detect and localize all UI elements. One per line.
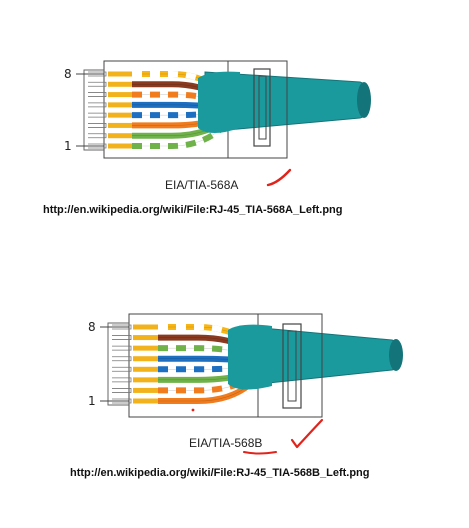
diagram-568b: 8 1 EIA/TIA-568B http://en.wikipedia.org… (70, 313, 403, 479)
source-url-568a: http://en.wikipedia.org/wiki/File:RJ-45_… (43, 204, 343, 216)
annotation-check-568b (290, 418, 324, 449)
wire-stripe-568a-8 (132, 127, 222, 149)
pin-tooth-568a-8 (88, 143, 107, 149)
annotation-dot-568b (191, 408, 195, 412)
plug-latch-inner-568a (258, 75, 267, 140)
pin-8-label-568a: 8 (64, 67, 72, 81)
standard-label-568b: EIA/TIA-568B (189, 436, 262, 450)
wire-stripe-568b-5 (158, 363, 251, 373)
pin-tooth-568b-7 (112, 388, 132, 393)
pin-contact-568b-4 (133, 356, 158, 362)
cable-end-568a (357, 82, 371, 118)
wire-stripe-568a-1 (132, 71, 222, 93)
pin-tooth-568b-5 (112, 366, 132, 372)
pin-contact-568b-7 (133, 387, 158, 393)
pin-contact-568a-6 (108, 122, 132, 128)
plug-latch-568a (253, 68, 271, 147)
pin-contact-568b-3 (133, 345, 158, 351)
diagram-568a: 8 1 EIA/TIA-568A http://en.wikipedia.org… (43, 60, 371, 216)
pin-contact-568b-2 (133, 335, 158, 341)
pin-contact-568a-3 (108, 92, 132, 98)
wire-stripe-568a-5 (132, 109, 221, 119)
cable-end-568b (389, 339, 403, 371)
pin-comb-outline-568a (83, 69, 104, 151)
pin-contact-568b-5 (133, 366, 158, 372)
annotation-underline-568b (243, 451, 277, 455)
pin-contact-568a-4 (108, 102, 132, 108)
pin-contact-568a-5 (108, 112, 132, 118)
pin-tooth-568a-4 (88, 102, 107, 108)
pin-contact-568b-8 (133, 398, 158, 404)
plug-body-568a (103, 60, 288, 159)
pin-tooth-568b-2 (112, 335, 132, 340)
pin-comb-568b (107, 322, 158, 406)
source-url-568b: http://en.wikipedia.org/wiki/File:RJ-45_… (70, 467, 370, 479)
cable-jacket-568b (228, 324, 272, 390)
pin-tooth-568a-5 (88, 112, 107, 118)
pin-1-label-568b: 1 (88, 394, 96, 408)
pin-contact-568a-1 (108, 71, 132, 77)
pin-contact-568a-2 (108, 81, 132, 87)
wire-stripe-568a-3 (132, 91, 221, 105)
pin-contact-568b-1 (133, 324, 158, 330)
pin-tooth-568b-8 (112, 398, 132, 404)
pin-tooth-568b-1 (112, 324, 132, 330)
pin-contact-568a-8 (108, 143, 132, 149)
pin-tooth-568a-6 (88, 123, 107, 128)
pin-tooth-568b-4 (112, 356, 132, 362)
cable-jacket-568a (198, 71, 240, 133)
pin-tooth-568a-7 (88, 133, 107, 139)
pin-1-label-568a: 1 (64, 139, 72, 153)
pin-tooth-568a-1 (88, 71, 107, 77)
pin-contact-568a-7 (108, 133, 132, 139)
plug-latch-inner-568b (287, 330, 297, 402)
pin-8-label-568b: 8 (88, 320, 96, 334)
pin-tooth-568a-2 (88, 81, 107, 87)
wire-stripe-568b-7 (158, 375, 252, 394)
plug-latch-568b (282, 323, 302, 409)
wire-stripe-568b-3 (158, 345, 252, 359)
standard-label-568a: EIA/TIA-568A (165, 178, 238, 192)
pin-comb-outline-568b (107, 322, 129, 406)
pin-comb-568a (83, 69, 132, 151)
pin-tooth-568a-3 (88, 92, 107, 97)
pin-contact-568b-6 (133, 377, 158, 383)
plug-body-568b (128, 313, 323, 418)
pin-tooth-568b-3 (112, 345, 132, 351)
pin-tooth-568b-6 (112, 377, 132, 383)
annotation-mark-568a (266, 168, 292, 187)
